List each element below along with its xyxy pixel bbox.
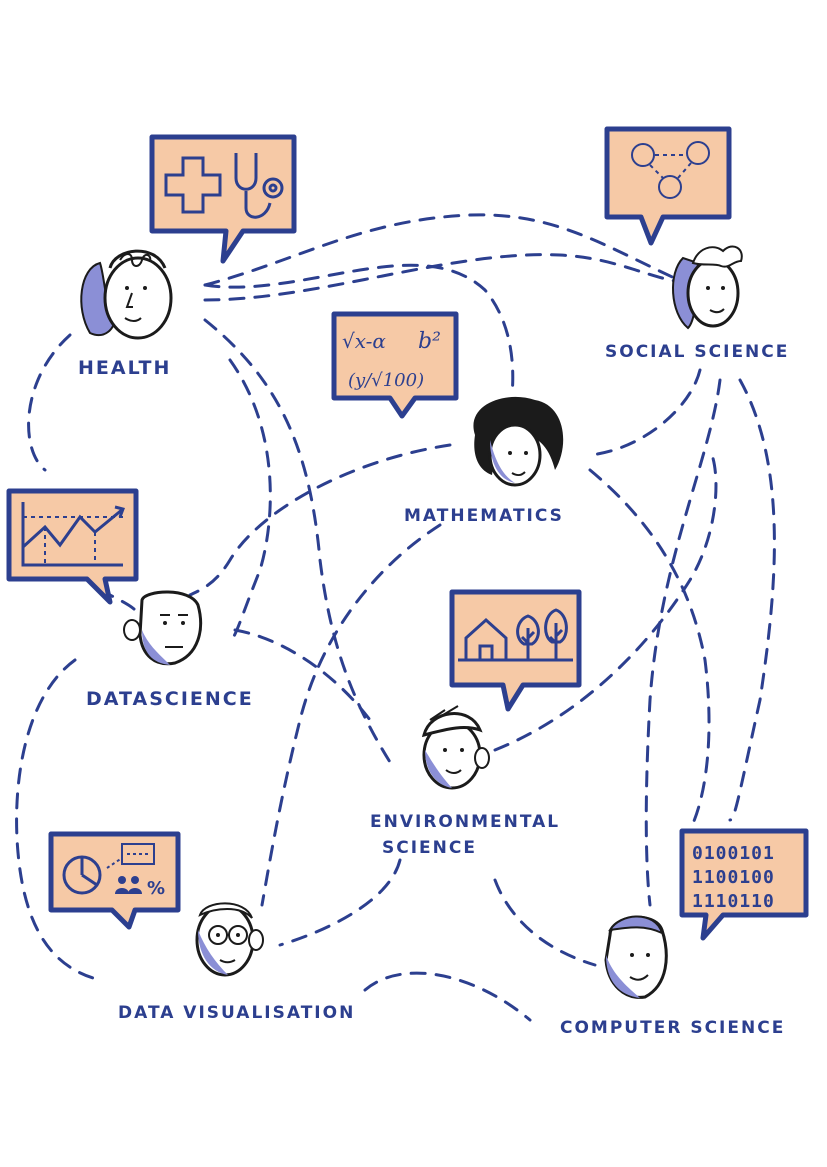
link-datavis-cs xyxy=(363,971,532,1022)
datascience-person-avatar xyxy=(123,590,203,666)
environmental-science-person-avatar xyxy=(421,705,490,790)
social-science-label: SOCIAL SCIENCE xyxy=(605,342,790,362)
link-health-social-mid xyxy=(203,253,692,302)
datascience-label: DATASCIENCE xyxy=(86,688,254,710)
link-datascience-datavis-left xyxy=(15,658,102,982)
environmental-science-label-line1: ENVIRONMENTAL xyxy=(370,812,561,832)
mathematics-label: MATHEMATICS xyxy=(404,506,564,526)
health-speech-bubble xyxy=(149,134,297,264)
pie-chart-icon xyxy=(62,855,102,895)
people-icon xyxy=(115,876,142,894)
health-person-avatar xyxy=(80,249,173,340)
link-environmental-social xyxy=(493,448,718,752)
stethoscope-icon xyxy=(234,153,284,219)
tree-icon xyxy=(516,614,540,660)
data-visualisation-person-avatar xyxy=(195,902,264,977)
link-health-math xyxy=(203,263,515,397)
data-visualisation-speech-bubble: % xyxy=(48,831,181,930)
binary-line-3: 1110110 xyxy=(692,891,775,912)
mathematics-person-avatar xyxy=(473,396,564,487)
link-datascience-environmental xyxy=(233,628,372,722)
social-science-speech-bubble xyxy=(604,126,732,246)
link-health-datavis xyxy=(228,358,272,642)
link-environmental-cs xyxy=(493,878,597,967)
link-social-math xyxy=(588,368,702,457)
environmental-science-speech-bubble xyxy=(449,589,582,712)
percent-symbol: % xyxy=(147,878,165,899)
formula-top-right: b² xyxy=(418,329,441,354)
binary-line-1: 0100101 xyxy=(692,843,775,864)
computer-science-speech-bubble: 0100101 1100100 1110110 xyxy=(679,828,809,941)
link-math-datavis xyxy=(260,523,442,907)
datascience-speech-bubble xyxy=(6,488,139,605)
link-environmental-datavis xyxy=(278,858,402,947)
line-chart-icon xyxy=(21,502,125,567)
link-social-cs xyxy=(644,378,722,907)
tree-icon xyxy=(544,608,568,660)
computer-science-label: COMPUTER SCIENCE xyxy=(560,1018,786,1038)
social-science-person-avatar xyxy=(672,245,743,330)
house-icon xyxy=(464,617,508,662)
environmental-science-label-line2: SCIENCE xyxy=(382,838,477,858)
link-health-environmental xyxy=(203,318,397,772)
link-math-datascience xyxy=(188,443,452,597)
formula-top-left: √x-α xyxy=(342,329,386,353)
health-label: HEALTH xyxy=(78,357,172,379)
link-math-cs xyxy=(588,468,711,832)
formula-bottom: (y/√100) xyxy=(348,370,424,391)
link-health-social-top xyxy=(203,213,692,287)
link-social-right xyxy=(728,378,776,822)
data-visualisation-label: DATA VISUALISATION xyxy=(118,1003,356,1023)
medical-cross-icon xyxy=(164,156,222,214)
computer-science-person-avatar xyxy=(604,915,668,999)
network-people-icon xyxy=(631,141,710,199)
tooltip-icon xyxy=(106,843,155,869)
link-health-datascience xyxy=(27,333,72,472)
binary-line-2: 1100100 xyxy=(692,867,775,888)
mathematics-speech-bubble: √x-α b² (y/√100) xyxy=(331,311,459,419)
